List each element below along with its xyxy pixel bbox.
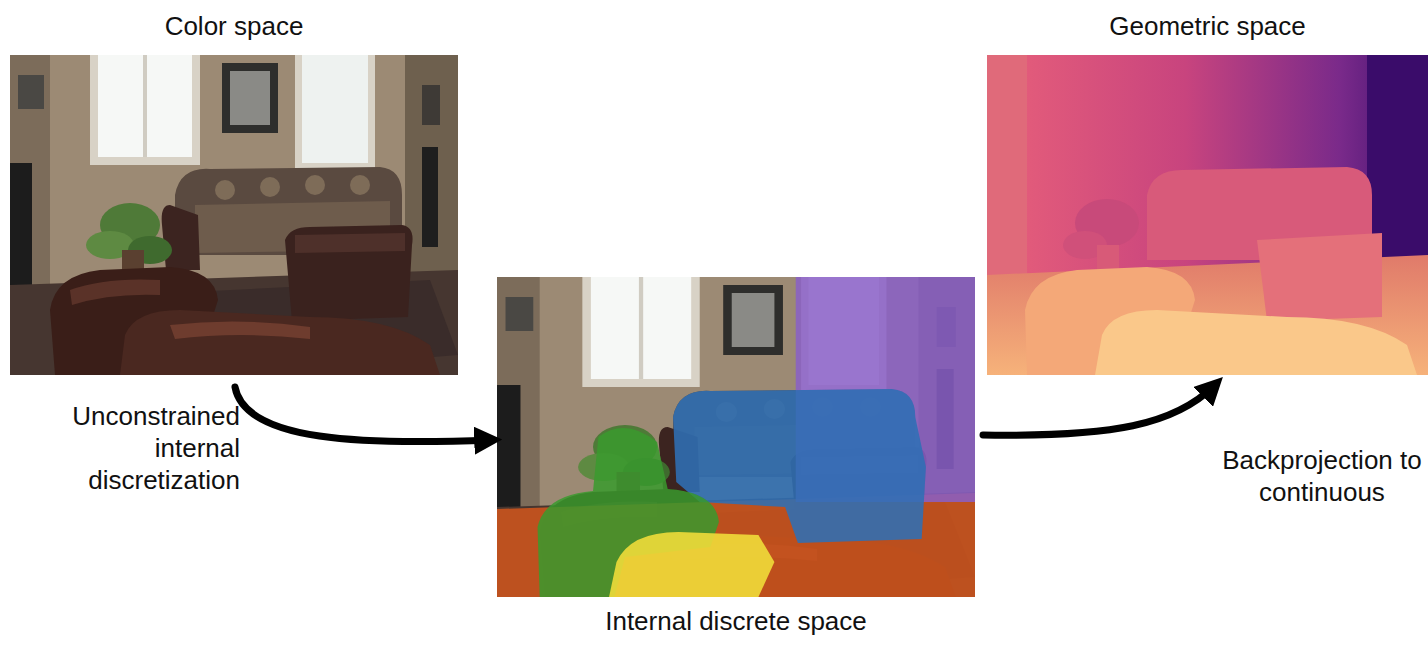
image-panel: Color space [10, 8, 458, 375]
arrow-label: Backprojection to continuous [1222, 444, 1422, 508]
arrow-label: Unconstrained internal discretization [18, 400, 240, 496]
panel-title: Geometric space [987, 10, 1428, 42]
depth-map [987, 55, 1428, 375]
curved-arrow [235, 387, 491, 442]
panel-title: Internal discrete space [497, 605, 975, 637]
image-panel: Internal discrete space [497, 277, 975, 639]
color-photo [10, 55, 458, 375]
panel-title: Color space [10, 10, 458, 42]
curved-arrow [983, 385, 1215, 435]
image-panel: Geometric space [987, 8, 1428, 375]
segmented-photo [497, 277, 975, 597]
